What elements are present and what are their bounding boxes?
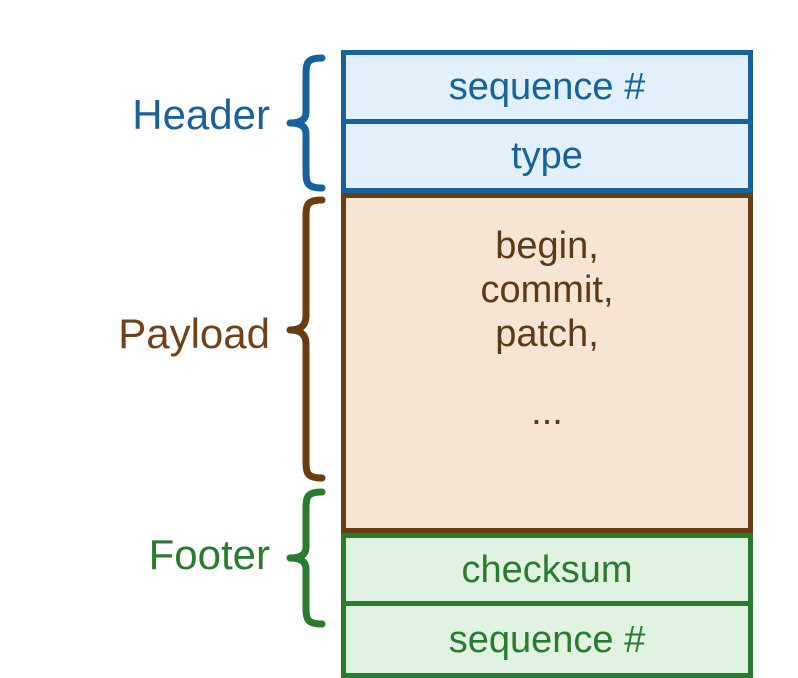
brace-header-icon	[286, 54, 326, 192]
packet-row-label: checksum	[461, 548, 633, 591]
packet-row-header-type: type	[341, 124, 753, 193]
packet-row-footer-checksum: checksum	[341, 533, 753, 606]
section-label-header: Header	[132, 91, 270, 138]
packet-row-label: type	[511, 135, 583, 177]
packet-row-label: sequence #	[448, 618, 646, 661]
brace-payload-icon	[286, 196, 326, 482]
brace-payload	[282, 194, 328, 489]
packet-payload-ellipsis: ...	[531, 391, 563, 433]
packet-stack: sequence # type begin, commit, patch, ..…	[341, 50, 753, 678]
packet-payload-line: commit,	[480, 269, 614, 311]
brace-footer	[282, 486, 328, 635]
brace-footer-icon	[286, 488, 326, 628]
packet-row-footer-sequence: sequence #	[341, 606, 753, 678]
packet-row-label: sequence #	[448, 66, 646, 108]
packet-row-payload: begin, commit, patch, ...	[341, 193, 753, 533]
section-label-payload: Payload	[118, 310, 270, 357]
packet-payload-line: patch,	[495, 313, 599, 355]
brace-header	[282, 52, 328, 199]
section-label-footer: Footer	[148, 531, 270, 578]
packet-section-footer: checksum sequence #	[341, 533, 753, 678]
packet-payload-line: begin,	[495, 225, 599, 267]
packet-section-header: sequence # type	[341, 50, 753, 193]
packet-row-header-sequence: sequence #	[341, 50, 753, 124]
packet-section-payload: begin, commit, patch, ...	[341, 193, 753, 533]
